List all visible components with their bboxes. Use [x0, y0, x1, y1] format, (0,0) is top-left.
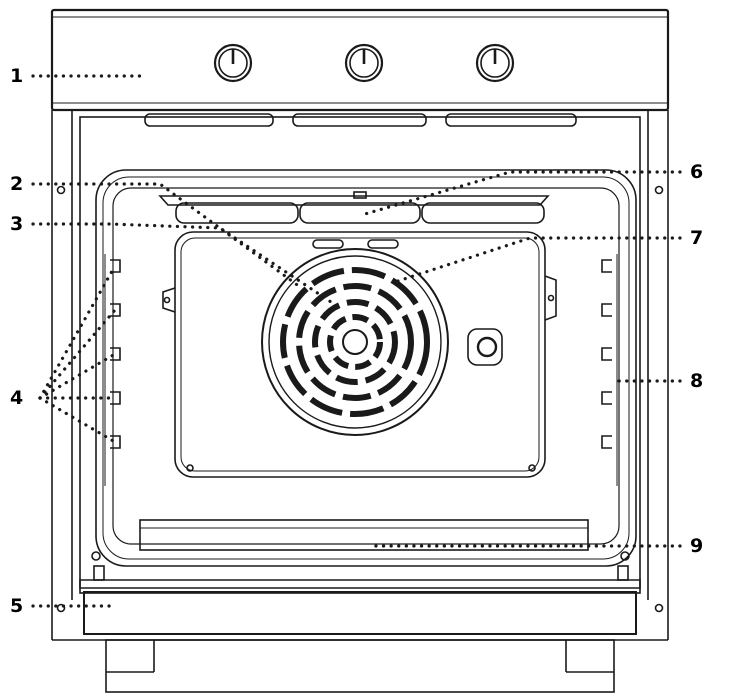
- control-knob-icon: [213, 43, 253, 83]
- fan-cover: [261, 248, 449, 436]
- leader-lines: [31, 74, 682, 608]
- shelf-support-left: [104, 254, 121, 486]
- top-heating-element: [158, 191, 550, 224]
- lamp: [467, 328, 503, 366]
- callout-label-8: 8: [690, 370, 703, 392]
- callout-label-1: 1: [10, 65, 23, 87]
- control-knob-icon: [344, 43, 384, 83]
- callout-label-5: 5: [10, 595, 23, 617]
- callout-label-4: 4: [10, 387, 23, 409]
- callout-label-2: 2: [10, 173, 23, 195]
- callout-label-7: 7: [690, 227, 703, 249]
- callout-labels: 1 2 3 4 5 6 7 8 9: [10, 65, 703, 617]
- oven-cavity: [95, 169, 637, 567]
- shelf-support-right: [601, 254, 618, 486]
- bottom-area: [139, 519, 589, 551]
- callout-label-6: 6: [690, 161, 703, 183]
- control-knob-icon: [475, 43, 515, 83]
- callout-label-3: 3: [10, 213, 23, 235]
- callout-label-9: 9: [690, 535, 703, 557]
- oven-frame: [51, 110, 669, 640]
- back-panel: [162, 231, 557, 478]
- door: [52, 551, 668, 693]
- control-panel: [50, 8, 670, 127]
